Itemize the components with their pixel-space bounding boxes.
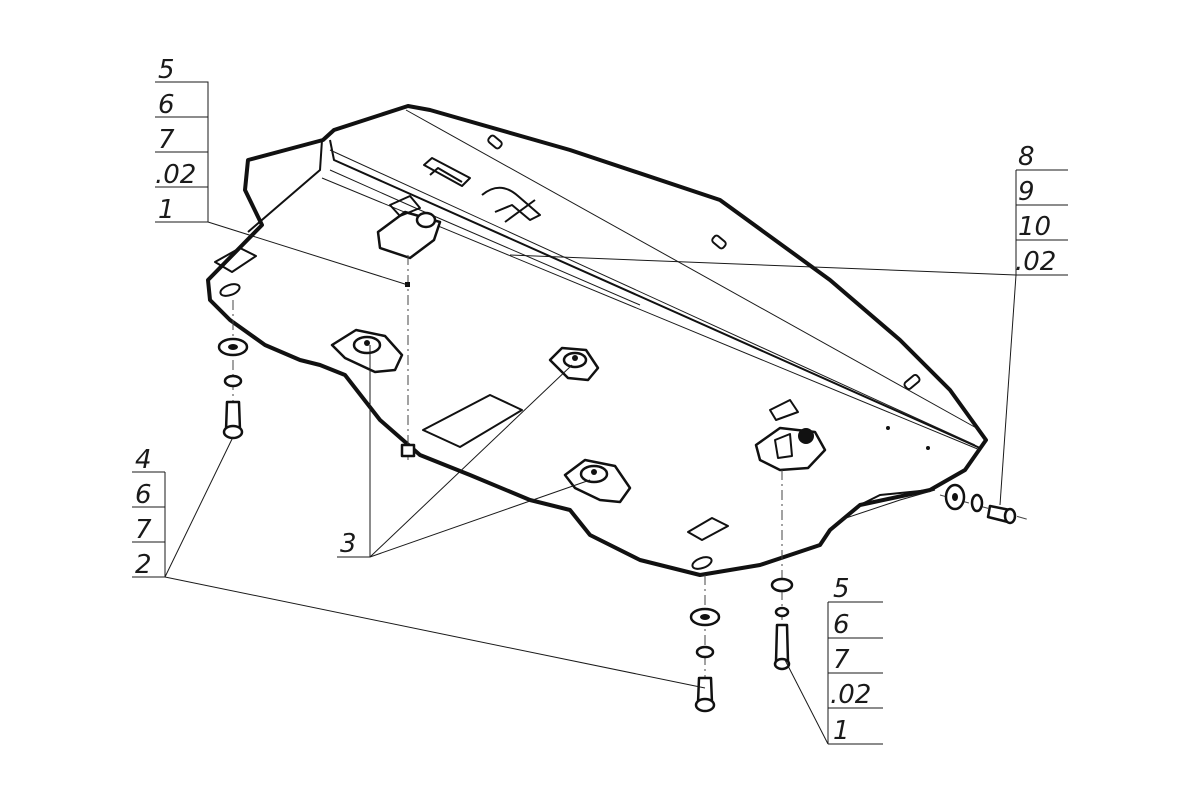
callout-label: 6 <box>833 610 850 640</box>
callout-label: 5 <box>833 574 850 604</box>
callout-label: 6 <box>158 90 175 120</box>
leader-lines <box>164 221 1017 745</box>
callout-label: 9 <box>1018 177 1035 207</box>
callout-label: 7 <box>833 645 850 675</box>
fastener-stack-left <box>217 300 249 440</box>
callout-label: 3 <box>340 529 357 559</box>
callout-label: 5 <box>158 55 175 85</box>
callout-label: 2 <box>135 550 152 580</box>
callout-top-left: 5 6 7 .02 1 <box>155 55 209 225</box>
callout-left: 4 6 7 2 <box>132 445 166 580</box>
callout-label: .02 <box>1015 247 1056 277</box>
mount-bracket-upper <box>376 195 442 260</box>
callout-label: 7 <box>158 125 175 155</box>
mount-bracket-center <box>548 346 600 382</box>
callout-label: 4 <box>135 445 152 475</box>
callout-label: 8 <box>1018 142 1035 172</box>
callout-bottom-right: 5 6 7 .02 1 <box>827 574 883 746</box>
fastener-stack-bottom <box>689 575 721 713</box>
mount-bracket-lower <box>563 458 632 504</box>
callout-label: .02 <box>830 680 871 710</box>
mount-bracket-right <box>754 399 827 472</box>
mount-bracket-left <box>330 328 404 374</box>
callout-label: .02 <box>155 160 196 190</box>
callout-label: 10 <box>1018 212 1051 242</box>
fastener-stud-upper <box>400 255 416 460</box>
callout-top-right: 8 9 10 .02 <box>1015 142 1068 277</box>
callout-label: 7 <box>135 515 152 545</box>
callout-center: 3 <box>337 529 370 559</box>
callout-label: 1 <box>833 716 850 746</box>
skid-plate <box>206 104 988 577</box>
callout-label: 1 <box>158 195 175 225</box>
fastener-stack-right <box>939 483 1031 525</box>
fastener-stack-bottom-right <box>770 470 794 671</box>
callout-label: 6 <box>135 480 152 510</box>
